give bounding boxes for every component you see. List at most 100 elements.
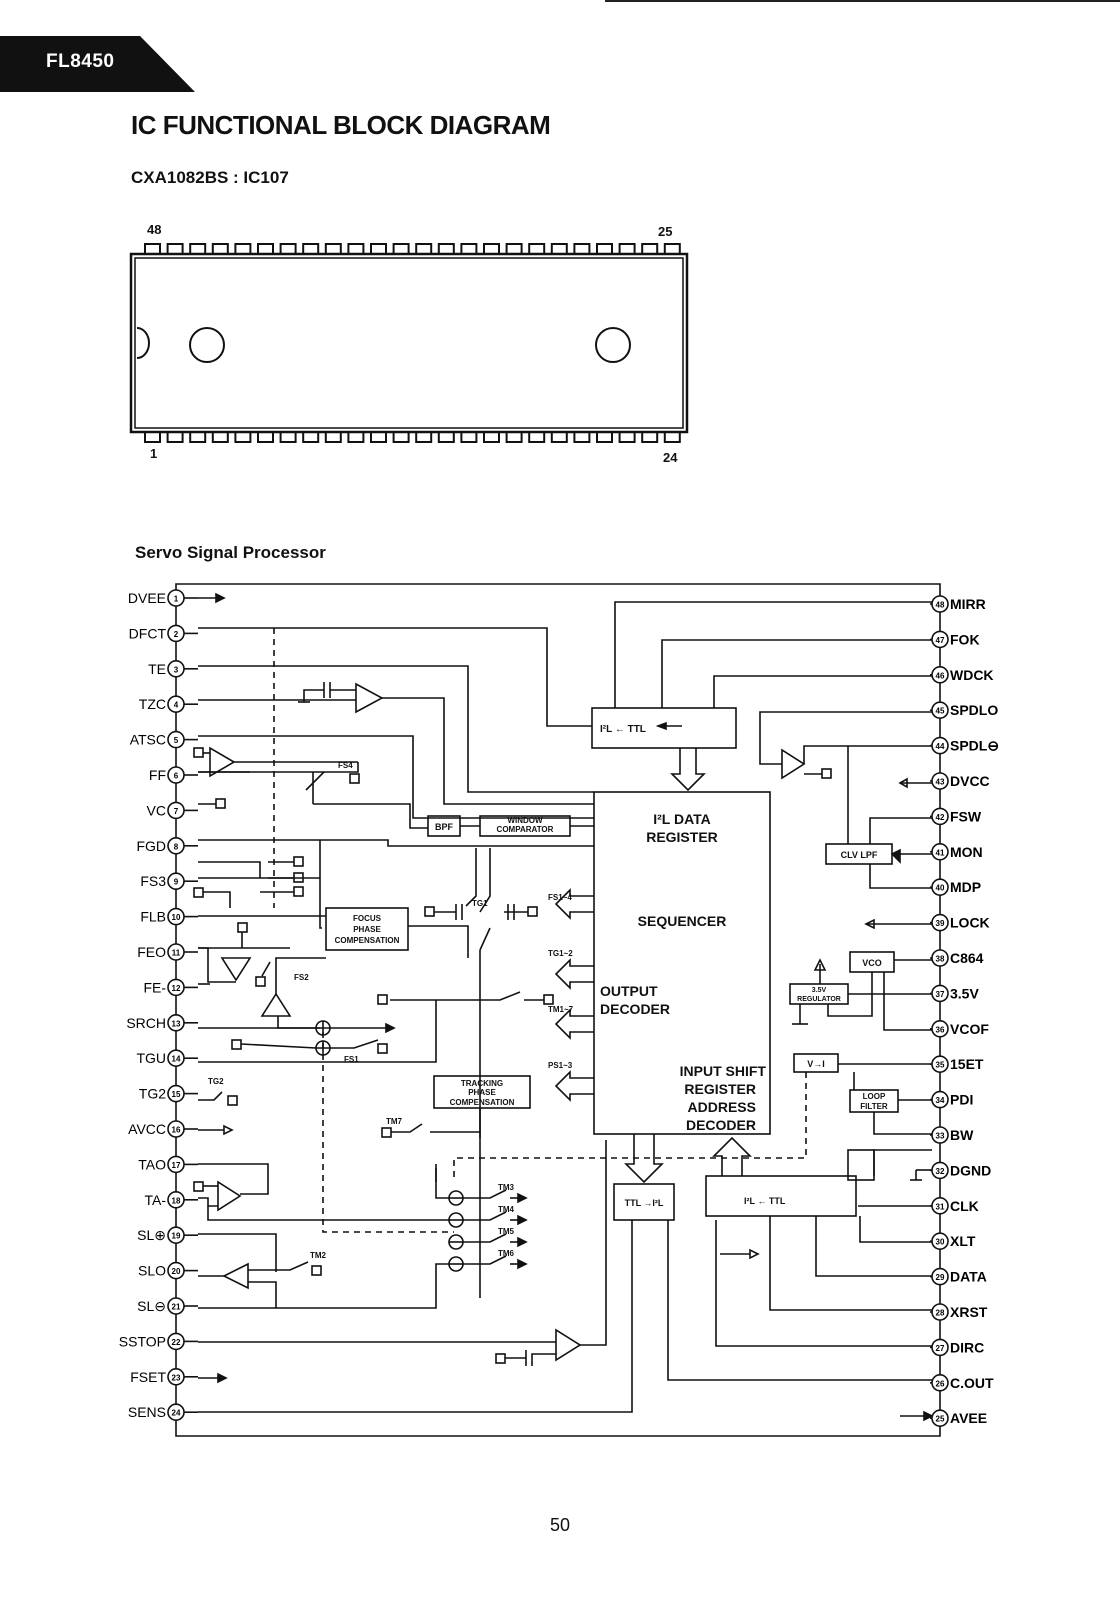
spdl-opamp xyxy=(781,748,806,780)
bus-label-tm: TM1~7 xyxy=(548,1005,574,1014)
focus-comp-label-2: PHASE xyxy=(353,925,381,934)
pin-number-right: 41 xyxy=(936,848,945,857)
wire-tgu xyxy=(198,1000,437,1063)
model-label: FL8450 xyxy=(46,51,115,72)
wire-atsc xyxy=(198,735,594,819)
pin-name-right: BW xyxy=(950,1127,974,1143)
pin-circle-right xyxy=(931,842,949,861)
package-pin-top xyxy=(596,243,613,254)
pin-number-right: 35 xyxy=(936,1061,945,1070)
pin-number-right: 33 xyxy=(936,1132,945,1141)
i2l-ttl-top-block xyxy=(591,707,737,749)
pin-circle-right xyxy=(931,1126,949,1144)
pin-number-right: 25 xyxy=(936,1415,945,1424)
pin-circle-right xyxy=(931,1055,949,1074)
pin-name-left: FF xyxy=(149,767,166,783)
package-pin-bottom xyxy=(505,432,523,443)
package-pin-bottom xyxy=(302,432,320,443)
package-pin-top xyxy=(347,243,365,254)
pin-number-right: 28 xyxy=(936,1309,945,1318)
ic-package: 48 25 1 24 xyxy=(125,218,705,465)
output-decoder-label-2: DECODER xyxy=(600,1001,670,1017)
wire-fgd xyxy=(198,839,594,847)
pin-number-left: 7 xyxy=(174,807,179,816)
pin-1-label: 1 xyxy=(150,446,158,461)
pin-number-right: 27 xyxy=(936,1344,945,1353)
wire-dirc xyxy=(715,1220,932,1347)
chip-outline xyxy=(175,583,941,1437)
package-pin-bottom xyxy=(437,432,455,443)
pin-name-left: TE xyxy=(148,661,166,677)
wire-spdlo xyxy=(759,711,932,765)
pin-name-right: WDCK xyxy=(950,667,994,683)
pin-name-right: DATA xyxy=(950,1269,987,1285)
wire-mdp xyxy=(869,864,932,889)
pin-number-left: 3 xyxy=(174,665,179,674)
package-pin-top xyxy=(279,243,297,254)
package-pin-bottom xyxy=(550,432,568,443)
pin-circle-right xyxy=(931,1373,949,1392)
pin-name-right: MON xyxy=(950,844,983,860)
package-pin-bottom xyxy=(189,432,207,443)
pin-24-label: 24 xyxy=(663,450,678,465)
pin-number-left: 22 xyxy=(172,1338,181,1347)
pin-circle-right xyxy=(931,984,949,1003)
pin-name-left: AVCC xyxy=(128,1121,166,1137)
left-pins: 1DVEE2DFCT3TE4TZC5ATSC6FF7VC8FGD9FS310FL… xyxy=(119,589,198,1422)
tzc-opamp xyxy=(355,682,384,714)
pin-name-left: DVEE xyxy=(128,590,166,606)
pin-number-left: 15 xyxy=(172,1090,181,1099)
data-register-label-2: REGISTER xyxy=(646,829,718,845)
pin-name-right: PDI xyxy=(950,1092,973,1108)
pin-number-left: 4 xyxy=(174,701,179,710)
package-pin-bottom xyxy=(234,432,252,443)
package-pin-bottom xyxy=(460,432,478,443)
ic-package-drawing xyxy=(129,243,689,443)
window-comparator-label-1: WINDOW xyxy=(507,816,543,825)
pin-number-right: 43 xyxy=(936,778,945,787)
pin-circle-right xyxy=(931,1196,949,1215)
pin-circle-right xyxy=(931,807,949,826)
loop-filter-label-1: LOOP xyxy=(863,1092,886,1101)
switch-label-tm2: TM2 xyxy=(310,1251,327,1260)
pin-name-right: AVEE xyxy=(950,1410,987,1426)
switch-label-tg1: TG1 xyxy=(472,899,488,908)
pin-circle-right xyxy=(931,1409,949,1428)
pin-name-left: TGU xyxy=(136,1050,166,1066)
pin-name-right: C.OUT xyxy=(950,1375,994,1391)
input-shift-label-2: REGISTER xyxy=(684,1081,756,1097)
pin-number-left: 5 xyxy=(174,736,179,745)
ta-opamp xyxy=(217,1180,242,1212)
clv-lpf-label: CLV LPF xyxy=(841,850,878,860)
pin-circle-right xyxy=(931,736,949,755)
pin-name-right: MDP xyxy=(950,879,981,895)
pin-number-right: 44 xyxy=(936,742,945,751)
pin-name-right: C864 xyxy=(950,950,984,966)
bus-arrow-fs xyxy=(554,888,594,920)
fs2-opamp xyxy=(260,992,292,1017)
package-pin-bottom xyxy=(211,432,229,443)
window-comparator-label-2: COMPARATOR xyxy=(497,825,554,834)
pin-name-right: XRST xyxy=(950,1304,988,1320)
bus-arrow-tg xyxy=(554,958,594,990)
pin-number-right: 48 xyxy=(936,601,945,610)
package-pin-bottom xyxy=(144,432,161,443)
input-shift-label-4: DECODER xyxy=(686,1117,756,1133)
tracking-comp-label-3: COMPENSATION xyxy=(450,1098,515,1107)
pin-name-right: FOK xyxy=(950,631,980,647)
v-to-i-label: V→I xyxy=(807,1059,825,1069)
package-pin-bottom xyxy=(573,432,591,443)
pin-name-right: DIRC xyxy=(950,1339,984,1355)
wire-vcof xyxy=(883,972,932,1031)
wire-data xyxy=(815,1216,932,1277)
wire-xlt xyxy=(859,1216,932,1243)
wire-wdck xyxy=(713,675,932,708)
bus-arrow-top xyxy=(670,748,706,792)
pin-name-right: CLK xyxy=(950,1198,979,1214)
package-pin-top xyxy=(166,243,184,254)
package-pin-top xyxy=(618,243,636,254)
bus-arrow-ps xyxy=(554,1070,594,1102)
pin-name-left: FS3 xyxy=(140,873,166,889)
pin-number-right: 30 xyxy=(936,1238,945,1247)
